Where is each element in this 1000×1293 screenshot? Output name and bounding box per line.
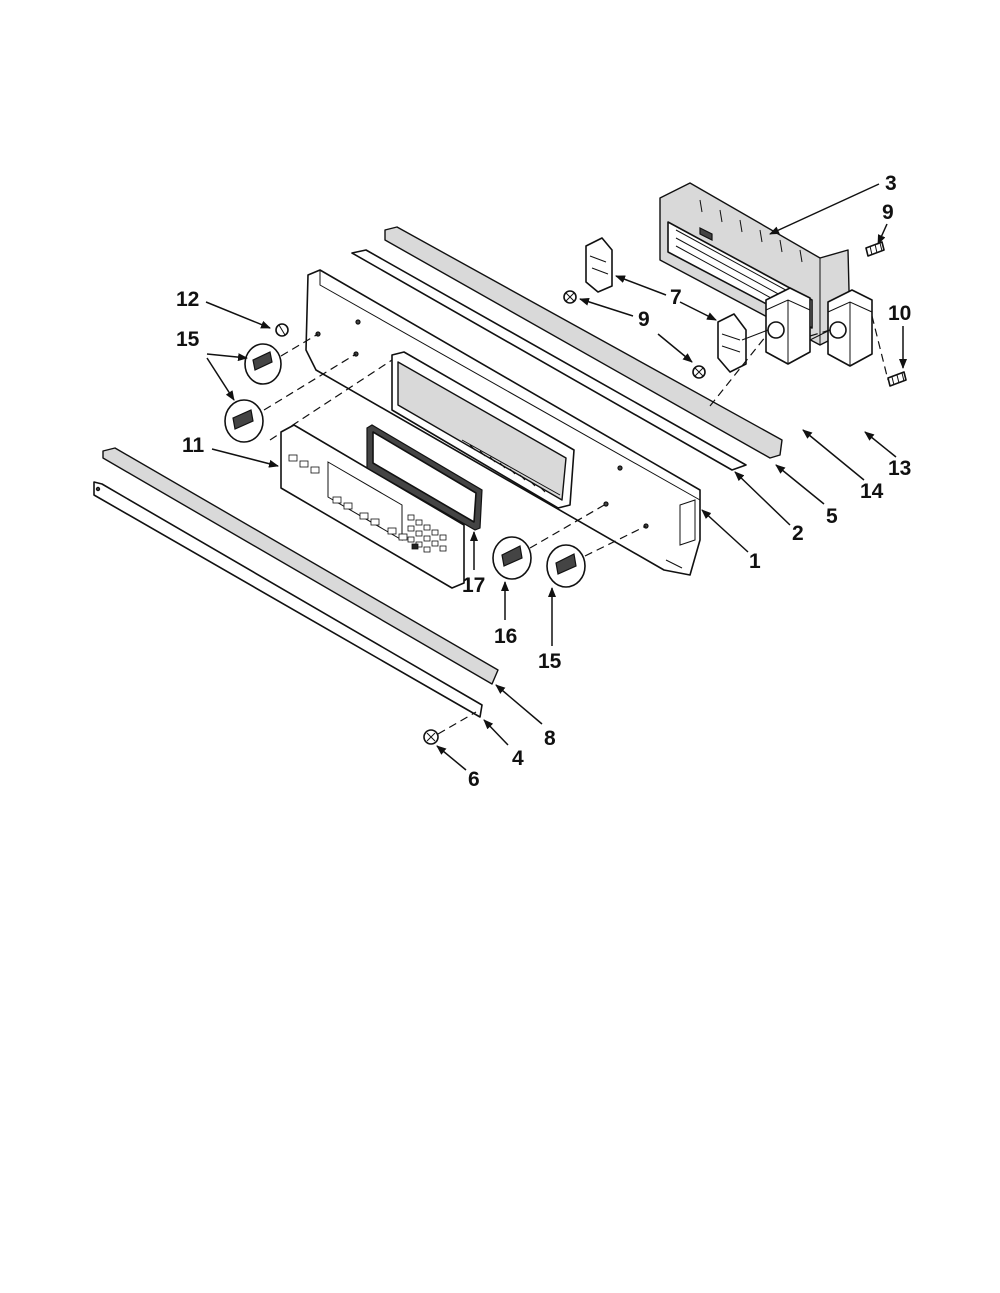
assembly-line-b bbox=[263, 353, 357, 411]
knob-center bbox=[492, 536, 532, 580]
switch-right bbox=[809, 289, 873, 367]
leader-9c bbox=[657, 333, 693, 363]
leader-1 bbox=[701, 509, 749, 553]
leader-12 bbox=[205, 301, 271, 329]
knob-right bbox=[546, 544, 586, 588]
trim-strip-lower bbox=[102, 447, 499, 685]
leader-11 bbox=[211, 448, 279, 468]
mounting-bracket-lower bbox=[717, 313, 747, 373]
callout-17: 17 bbox=[462, 574, 485, 597]
control-panel-housing bbox=[305, 269, 701, 576]
callout-6: 6 bbox=[468, 768, 480, 791]
assembly-line-c bbox=[269, 359, 393, 441]
callout-15-right: 15 bbox=[538, 650, 562, 673]
knob-lower-left bbox=[224, 399, 264, 443]
bracket-screw-b bbox=[692, 365, 706, 379]
leader-4 bbox=[483, 719, 509, 746]
bracket-screw-a bbox=[563, 290, 577, 304]
callout-3: 3 bbox=[885, 172, 897, 195]
knob-upper-left bbox=[244, 343, 282, 385]
leader-5 bbox=[775, 464, 825, 505]
callout-4: 4 bbox=[512, 747, 524, 770]
callout-10: 10 bbox=[888, 302, 911, 325]
assembly-line-d bbox=[529, 503, 607, 549]
leader-9a bbox=[877, 223, 888, 245]
bottom-strip bbox=[93, 481, 483, 718]
control-board bbox=[659, 182, 851, 346]
leader-14 bbox=[802, 429, 865, 481]
screw-bottom bbox=[423, 711, 477, 745]
callout-15-left: 15 bbox=[176, 328, 200, 351]
screw-right bbox=[887, 371, 907, 387]
display-window bbox=[366, 424, 483, 531]
leader-8 bbox=[495, 684, 543, 725]
callout-5: 5 bbox=[826, 505, 838, 528]
assembly-line-e bbox=[584, 525, 647, 557]
screw-upper bbox=[865, 241, 885, 257]
assembly-line-a bbox=[280, 333, 319, 357]
callout-9-upper: 9 bbox=[882, 201, 894, 224]
assembly-line-f bbox=[709, 335, 767, 407]
callout-7: 7 bbox=[670, 286, 682, 309]
assembly-line-h bbox=[871, 315, 889, 381]
leader-9b bbox=[579, 297, 634, 317]
callout-13: 13 bbox=[888, 457, 911, 480]
leader-7a bbox=[615, 275, 667, 296]
leader-3 bbox=[769, 183, 880, 235]
leader-13 bbox=[864, 431, 897, 458]
callout-8: 8 bbox=[544, 727, 556, 750]
callout-2: 2 bbox=[792, 522, 804, 545]
callout-11: 11 bbox=[182, 434, 205, 457]
leader-15a bbox=[206, 353, 248, 362]
callout-9-middle: 9 bbox=[638, 308, 650, 331]
insulation-strip bbox=[351, 249, 747, 471]
assembly-line-g bbox=[809, 329, 831, 337]
leader-15a2 bbox=[206, 357, 235, 401]
callout-16: 16 bbox=[494, 625, 517, 648]
leader-7b bbox=[679, 301, 717, 321]
callout-14: 14 bbox=[860, 480, 884, 503]
trim-strip-upper bbox=[384, 226, 783, 459]
switch-left bbox=[741, 287, 811, 365]
leader-2 bbox=[734, 471, 791, 526]
plug bbox=[275, 323, 289, 337]
mounting-bracket-upper bbox=[585, 237, 613, 293]
callout-1: 1 bbox=[749, 550, 761, 573]
leader-6 bbox=[436, 745, 467, 771]
keypad-overlay bbox=[280, 424, 465, 589]
callout-12: 12 bbox=[176, 288, 199, 311]
